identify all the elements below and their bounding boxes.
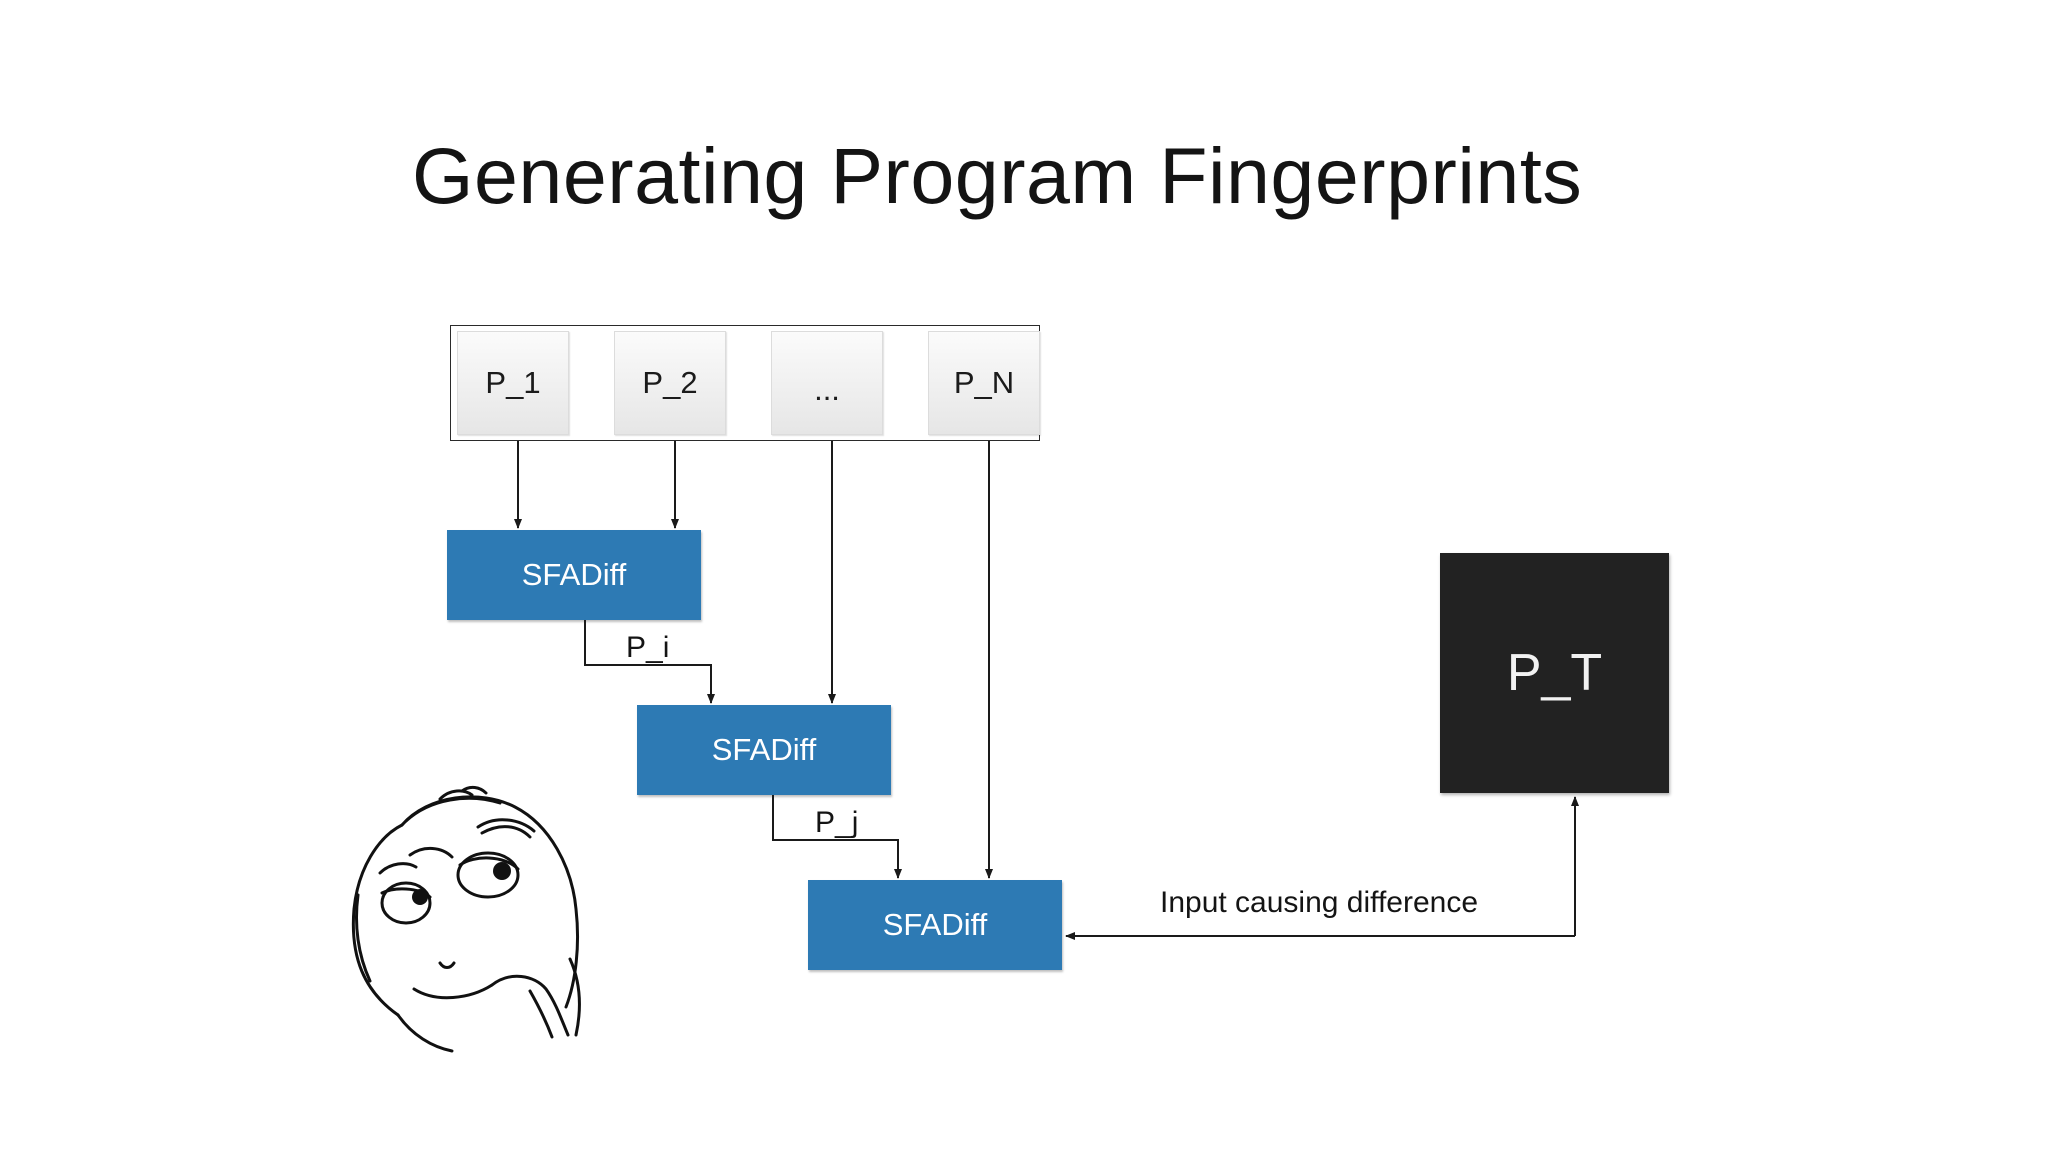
program-cell-p2: P_2 [614,331,726,435]
arrow-pi-to-sfadiff-second [584,620,715,704]
sfadiff-box-first: SFADiff [447,530,701,620]
target-program-box: P_T [1440,553,1669,793]
edge-label-pi: P_i [626,631,670,664]
sfadiff-box-second: SFADiff [637,705,891,795]
edge-label-pj: P_j [815,806,859,839]
arrow-pj-to-sfadiff-third [772,795,902,879]
sfadiff-box-third: SFADiff [808,880,1062,970]
edge-label-feedback: Input causing difference [1160,886,1479,919]
program-cell-p1: P_1 [457,331,569,435]
program-cell-ellipsis: ... [771,331,883,435]
thinking-face-meme-icon [351,785,581,1053]
program-strip: P_1 P_2 ... P_N [450,325,1040,441]
slide-title: Generating Program Fingerprints [412,131,1583,220]
program-cell-pn: P_N [928,331,1040,435]
